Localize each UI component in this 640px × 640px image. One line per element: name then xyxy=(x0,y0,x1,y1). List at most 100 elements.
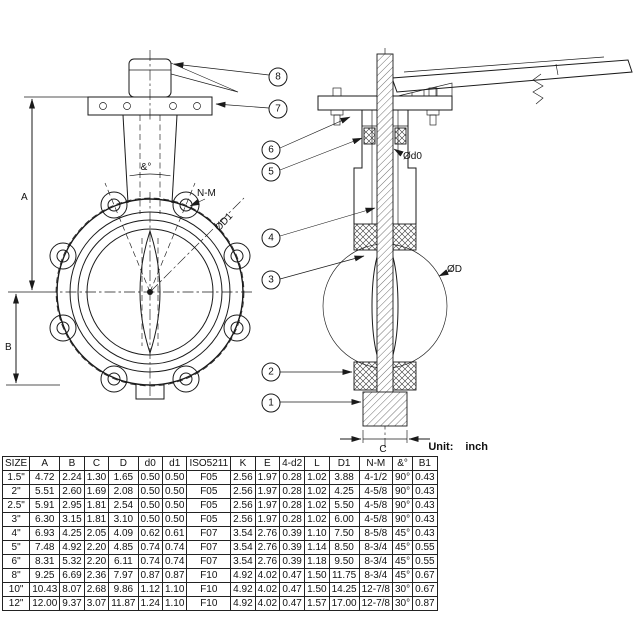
callout-1-number: 1 xyxy=(268,398,274,409)
table-cell: 30° xyxy=(391,582,414,597)
table-cell: 12.00 xyxy=(29,596,61,611)
latch-plate xyxy=(397,82,453,97)
table-cell: 4.92 xyxy=(230,582,256,597)
table-cell: 4.85 xyxy=(108,540,139,555)
table-cell: 0.67 xyxy=(412,568,438,583)
table-cell: 12-7/8 xyxy=(358,582,393,597)
table-header-cell: d1 xyxy=(161,456,188,471)
table-cell: F07 xyxy=(186,554,232,569)
table-cell: 0.74 xyxy=(137,540,163,555)
stem-head-front xyxy=(128,58,172,98)
table-cell: 2.36 xyxy=(83,568,110,583)
dim-a-label: A xyxy=(21,192,28,203)
table-cell: 0.87 xyxy=(137,568,163,583)
table-cell: 12" xyxy=(1,596,31,611)
table-cell: 6.11 xyxy=(108,554,139,569)
callout-2: 2 xyxy=(261,362,353,382)
table-cell: 4.25 xyxy=(328,484,360,499)
table-cell: 2" xyxy=(1,484,31,499)
table-header-cell: L xyxy=(304,456,330,471)
table-cell: 2.08 xyxy=(108,484,139,499)
table-cell: 7.97 xyxy=(108,568,139,583)
table-cell: 1.02 xyxy=(304,470,330,485)
table-cell: 5.50 xyxy=(328,498,360,513)
table-cell: 2.56 xyxy=(230,512,256,527)
table-cell: 6" xyxy=(1,554,31,569)
table-header-cell: C xyxy=(83,456,110,471)
table-cell: 2.54 xyxy=(108,498,139,513)
table-cell: 2.56 xyxy=(230,498,256,513)
table-cell: 1.02 xyxy=(304,512,330,527)
table-cell: 6.93 xyxy=(29,526,61,541)
table-cell: 10.43 xyxy=(29,582,61,597)
table-cell: 1.57 xyxy=(304,596,330,611)
table-cell: 1.65 xyxy=(108,470,139,485)
table-cell: 0.55 xyxy=(412,554,438,569)
table-cell: 6.30 xyxy=(29,512,61,527)
table-cell: F10 xyxy=(186,568,232,583)
table-cell: 0.43 xyxy=(412,512,438,527)
table-cell: 2.68 xyxy=(83,582,110,597)
table-cell: 8-3/4 xyxy=(358,540,393,555)
table-header-cell: 4-d2 xyxy=(279,456,306,471)
phi-d1-label: ØD1 xyxy=(213,211,235,234)
table-cell: 8" xyxy=(1,568,31,583)
table-cell: 0.43 xyxy=(412,526,438,541)
table-cell: 17.00 xyxy=(328,596,360,611)
table-cell: 2.20 xyxy=(83,540,110,555)
table-cell: 0.50 xyxy=(161,470,188,485)
table-cell: 3.54 xyxy=(230,554,256,569)
table-cell: 0.50 xyxy=(137,512,163,527)
unit-note-label: Unit: xyxy=(428,441,454,453)
table-cell: 0.74 xyxy=(137,554,163,569)
table-cell: 3.88 xyxy=(328,470,360,485)
table-cell: F05 xyxy=(186,484,232,499)
table-cell: 4.25 xyxy=(59,526,85,541)
table-cell: 4" xyxy=(1,526,31,541)
table-cell: 1.97 xyxy=(254,512,281,527)
table-cell: 0.87 xyxy=(412,596,438,611)
table-cell: 0.50 xyxy=(137,484,163,499)
table-cell: 1.14 xyxy=(304,540,330,555)
table-cell: F05 xyxy=(186,470,232,485)
table-cell: 1.50 xyxy=(304,568,330,583)
table-cell: 4-5/8 xyxy=(358,484,393,499)
table-header-cell: A xyxy=(29,456,61,471)
callout-6-number: 6 xyxy=(268,145,274,156)
table-cell: 8.07 xyxy=(59,582,85,597)
table-cell: 0.39 xyxy=(279,526,306,541)
front-view: &° N-M ØD1 A B xyxy=(5,50,254,400)
callouts: 8 7 6 5 4 xyxy=(173,62,376,413)
table-cell: 6.69 xyxy=(59,568,85,583)
table-cell: 2.60 xyxy=(59,484,85,499)
callout-7-number: 7 xyxy=(275,104,281,115)
table-cell: F07 xyxy=(186,540,232,555)
table-cell: 0.50 xyxy=(161,512,188,527)
table-header-cell: B xyxy=(59,456,85,471)
table-cell: 1.30 xyxy=(83,470,110,485)
table-cell: 2.95 xyxy=(59,498,85,513)
table-header-cell: SIZE xyxy=(1,456,31,471)
table-cell: 1.10 xyxy=(304,526,330,541)
table-cell: 8-3/4 xyxy=(358,554,393,569)
table-header-cell: ISO5211 xyxy=(186,456,232,471)
table-cell: 1.69 xyxy=(83,484,110,499)
table-cell: 8.31 xyxy=(29,554,61,569)
table-cell: 4.02 xyxy=(254,582,281,597)
callout-4-number: 4 xyxy=(268,233,274,244)
table-header-cell: D1 xyxy=(328,456,360,471)
table-cell: 90° xyxy=(391,484,414,499)
table-cell: 1.97 xyxy=(254,498,281,513)
table-cell: 0.28 xyxy=(279,470,306,485)
table-cell: F10 xyxy=(186,596,232,611)
table-cell: 0.47 xyxy=(279,568,306,583)
table-cell: 14.25 xyxy=(328,582,360,597)
table-cell: 2.05 xyxy=(83,526,110,541)
